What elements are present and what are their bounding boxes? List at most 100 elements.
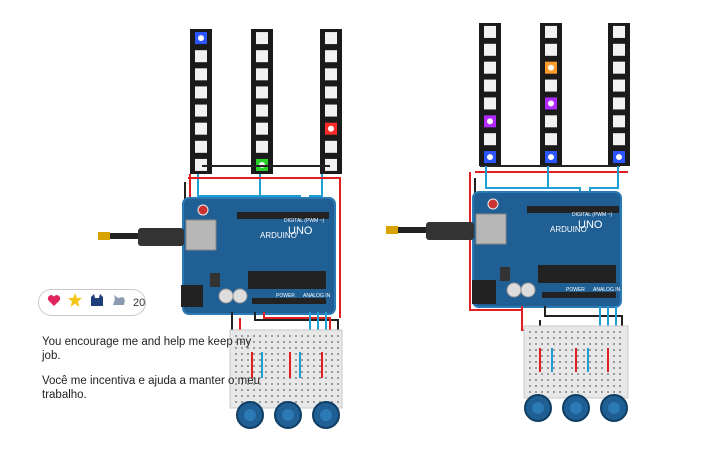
breadboard-hole [295,341,297,343]
breadboard-hole [301,335,303,337]
breadboard-hole [307,341,309,343]
breadboard-holes-left [235,335,339,403]
breadboard-hole [577,367,579,369]
breadboard-hole [331,359,333,361]
breadboard-hole [571,373,573,375]
breadboard-hole [253,335,255,337]
breadboard-hole [235,353,237,355]
breadboard-hole [241,365,243,367]
breadboard-hole [595,343,597,345]
breadboard-hole [529,379,531,381]
breadboard-hole [307,347,309,349]
star-icon[interactable] [67,292,83,313]
breadboard-hole [565,361,567,363]
breadboard-hole [607,343,609,345]
breadboard-hole [301,347,303,349]
breadboard-hole [271,365,273,367]
breadboard-hole [319,347,321,349]
breadboard-hole [253,359,255,361]
breadboard-hole [601,385,603,387]
cat-icon[interactable] [89,293,105,312]
breadboard-hole [337,401,339,403]
led-glow [616,154,622,161]
breadboard-hole [589,361,591,363]
breadboard-hole [289,389,291,391]
breadboard-hole [283,341,285,343]
breadboard-hole [307,389,309,391]
breadboard-hole [559,391,561,393]
breadboard-hole [595,385,597,387]
breadboard-hole [559,367,561,369]
potentiometer[interactable] [524,394,552,422]
breadboard-hole [547,349,549,351]
breadboard-hole [301,371,303,373]
breadboard-hole [553,373,555,375]
led [195,140,207,153]
power-header-label: POWER [276,293,295,299]
led-glow [548,154,554,161]
led-strip [190,29,212,174]
breadboard-hole [601,361,603,363]
breadboard-hole [241,335,243,337]
breadboard-hole [613,337,615,339]
potentiometer[interactable] [274,401,302,429]
breadboard-hole [283,359,285,361]
breadboard-hole [547,361,549,363]
breadboard-hole [541,379,543,381]
breadboard-holes-right [529,331,621,393]
breadboard-hole [301,395,303,397]
breadboard-hole [535,361,537,363]
breadboard-hole [601,355,603,357]
breadboard-hole [613,385,615,387]
breadboard-hole [589,367,591,369]
breadboard-hole [247,383,249,385]
breadboard-hole [541,343,543,345]
breadboard-hole [307,371,309,373]
led [613,97,625,110]
breadboard-hole [619,343,621,345]
breadboard-hole [589,385,591,387]
breadboard-hole [325,395,327,397]
potentiometer[interactable] [562,394,590,422]
breadboard-hole [265,359,267,361]
unicorn-icon[interactable] [111,293,127,312]
heart-icon[interactable] [47,294,61,312]
breadboard-hole [337,383,339,385]
breadboard-hole [577,343,579,345]
led [484,79,496,92]
breadboard-hole [265,377,267,379]
breadboard-hole [607,331,609,333]
breadboard-hole [307,335,309,337]
breadboard-hole [595,337,597,339]
breadboard-hole [541,391,543,393]
breadboard-hole [259,353,261,355]
led-glow [487,118,493,125]
potentiometer[interactable] [312,401,340,429]
breadboard-hole [313,377,315,379]
breadboard-hole [241,383,243,385]
breadboard-hole [529,391,531,393]
breadboard-hole [301,383,303,385]
breadboard-hole [535,373,537,375]
breadboard-hole [283,347,285,349]
breadboard-hole [337,341,339,343]
potentiometer[interactable] [236,401,264,429]
breadboard-hole [583,391,585,393]
breadboard-hole [553,355,555,357]
breadboard-hole [265,335,267,337]
breadboard-hole [253,377,255,379]
breadboard-hole [565,379,567,381]
breadboard-hole [325,347,327,349]
breadboard-hole [307,365,309,367]
breadboard-hole [277,395,279,397]
breadboard-hole [337,371,339,373]
breadboard-hole [595,361,597,363]
breadboard-hole [265,365,267,367]
breadboard-hole [271,371,273,373]
potentiometer[interactable] [600,394,628,422]
left-circuit: ARDUINO UNO DIGITAL (PWM ~) POWER ANALOG… [98,29,343,429]
breadboard-hole [595,379,597,381]
breadboard-hole [601,379,603,381]
led-glow [548,100,554,107]
breadboard-hole [589,373,591,375]
